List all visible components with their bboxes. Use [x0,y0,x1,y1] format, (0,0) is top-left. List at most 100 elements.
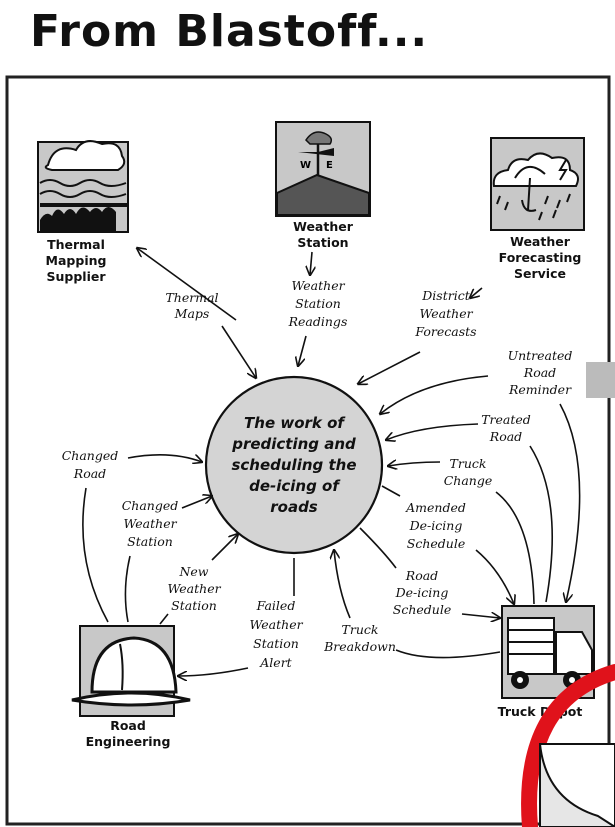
terminator-label-line: Service [514,266,566,281]
road-engineering: Road Engineering [71,625,191,749]
flow-road-deicing-schedule: Road De-icing Schedule [393,568,451,617]
svg-text:Road: Road [73,466,106,481]
flow-arrow [470,287,483,298]
svg-text:Maps: Maps [174,306,210,321]
flow-arrow [495,491,535,605]
flow-treated-road: Treated Road [481,412,531,444]
svg-text:Weather: Weather [419,306,473,321]
process-label-line: predicting and [231,435,356,453]
side-tab [586,362,615,398]
page-title: From Blastoff... [30,6,429,57]
svg-text:Schedule: Schedule [407,536,465,551]
terminator-label-line: Engineering [86,734,171,749]
flow-arrow [559,403,581,602]
svg-text:Road: Road [523,365,556,380]
terminator-label-line: Forecasting [499,250,582,265]
svg-text:Weather: Weather [291,278,345,293]
flow-new-weather-station: New Weather Station [167,564,221,613]
flow-arrow [358,351,421,384]
svg-text:Treated: Treated [481,412,531,427]
svg-text:Forecasts: Forecasts [414,324,476,339]
flow-arrow [395,649,501,659]
flow-arrow [159,613,169,625]
svg-text:Road: Road [489,429,522,444]
svg-text:Station: Station [253,636,299,651]
thermal-map-icon [37,140,129,233]
flow-arrow [381,485,401,497]
svg-text:Alert: Alert [259,655,292,670]
flow-district-weather-forecasts: District Weather Forecasts [414,288,476,339]
flow-arrow [124,555,131,623]
flow-truck-breakdown: Truck Breakdown [323,622,396,654]
flow-arrow [181,496,212,509]
process-label-line: roads [270,498,318,516]
flow-amended-deicing-schedule: Amended De-icing Schedule [405,500,466,551]
flow-arrow [137,248,237,321]
flow-arrow [388,462,441,466]
flow-arrow [127,454,202,462]
svg-text:Weather: Weather [167,581,221,596]
flow-failed-weather-station-alert: Failed Weather Station Alert [249,598,303,670]
svg-text:E: E [326,160,333,171]
svg-text:Weather: Weather [123,516,177,531]
flow-untreated-road-reminder: Untreated Road Reminder [508,348,573,397]
flow-truck-change: Truck Change [444,456,493,488]
weather-forecasting-service: Weather Forecasting Service [490,137,585,281]
flow-arrow [310,251,312,275]
flow-arrow [529,445,553,603]
flow-changed-weather-station: Changed Weather Station [122,498,179,549]
flow-arrow [461,614,500,618]
svg-text:Breakdown: Breakdown [323,639,396,654]
flow-arrow [380,375,489,414]
flow-weather-station-readings: Weather Station Readings [288,278,348,329]
svg-text:Failed: Failed [256,598,296,613]
flow-arrow [211,534,238,561]
process-label-line: de-icing of [249,477,341,495]
flow-arrow [82,487,109,623]
svg-text:Readings: Readings [288,314,348,329]
terminator-label-line: Road [110,718,146,733]
svg-text:Station: Station [127,534,173,549]
flow-changed-road: Changed Road [62,448,119,481]
flow-arrow [475,549,514,604]
svg-text:Truck: Truck [450,456,487,471]
svg-text:Weather: Weather [249,617,303,632]
hard-hat-icon [71,625,191,717]
thermal-mapping-supplier: Thermal Mapping Supplier [37,140,129,284]
flow-arrow [386,423,479,440]
weather-vane-icon: W E [275,121,371,217]
red-ribbon [521,664,615,827]
svg-text:Untreated: Untreated [508,348,573,363]
terminator-label-line: Thermal [47,237,105,252]
flow-arrow [178,667,249,676]
terminator-label-line: Supplier [46,269,106,284]
svg-text:De-icing: De-icing [395,585,449,600]
svg-text:District: District [421,288,470,303]
svg-text:Road: Road [405,568,438,583]
svg-text:Change: Change [444,473,493,488]
svg-text:New: New [178,564,208,579]
svg-text:Station: Station [171,598,217,613]
flow-arrow [298,335,307,366]
flow-arrow [221,325,256,378]
process-label-line: The work of [244,414,346,432]
svg-text:W: W [300,160,311,171]
flow-arrow [334,550,351,619]
weather-station: W E Weather Station [275,121,371,250]
terminator-label-line: Weather [293,219,354,234]
terminator-label-line: Mapping [46,253,107,268]
svg-text:Schedule: Schedule [393,602,451,617]
svg-text:Reminder: Reminder [508,382,572,397]
storm-cloud-icon [490,137,585,231]
process-label-line: scheduling the [231,456,356,474]
svg-text:Truck: Truck [342,622,379,637]
svg-text:Station: Station [295,296,341,311]
svg-text:Changed: Changed [62,448,119,463]
terminator-label-line: Weather [510,234,571,249]
flow-thermal-maps: Thermal Maps [165,290,218,321]
svg-text:Changed: Changed [122,498,179,513]
page-curl-icon [539,743,615,827]
svg-text:Thermal: Thermal [165,290,218,305]
svg-text:Amended: Amended [405,500,466,515]
